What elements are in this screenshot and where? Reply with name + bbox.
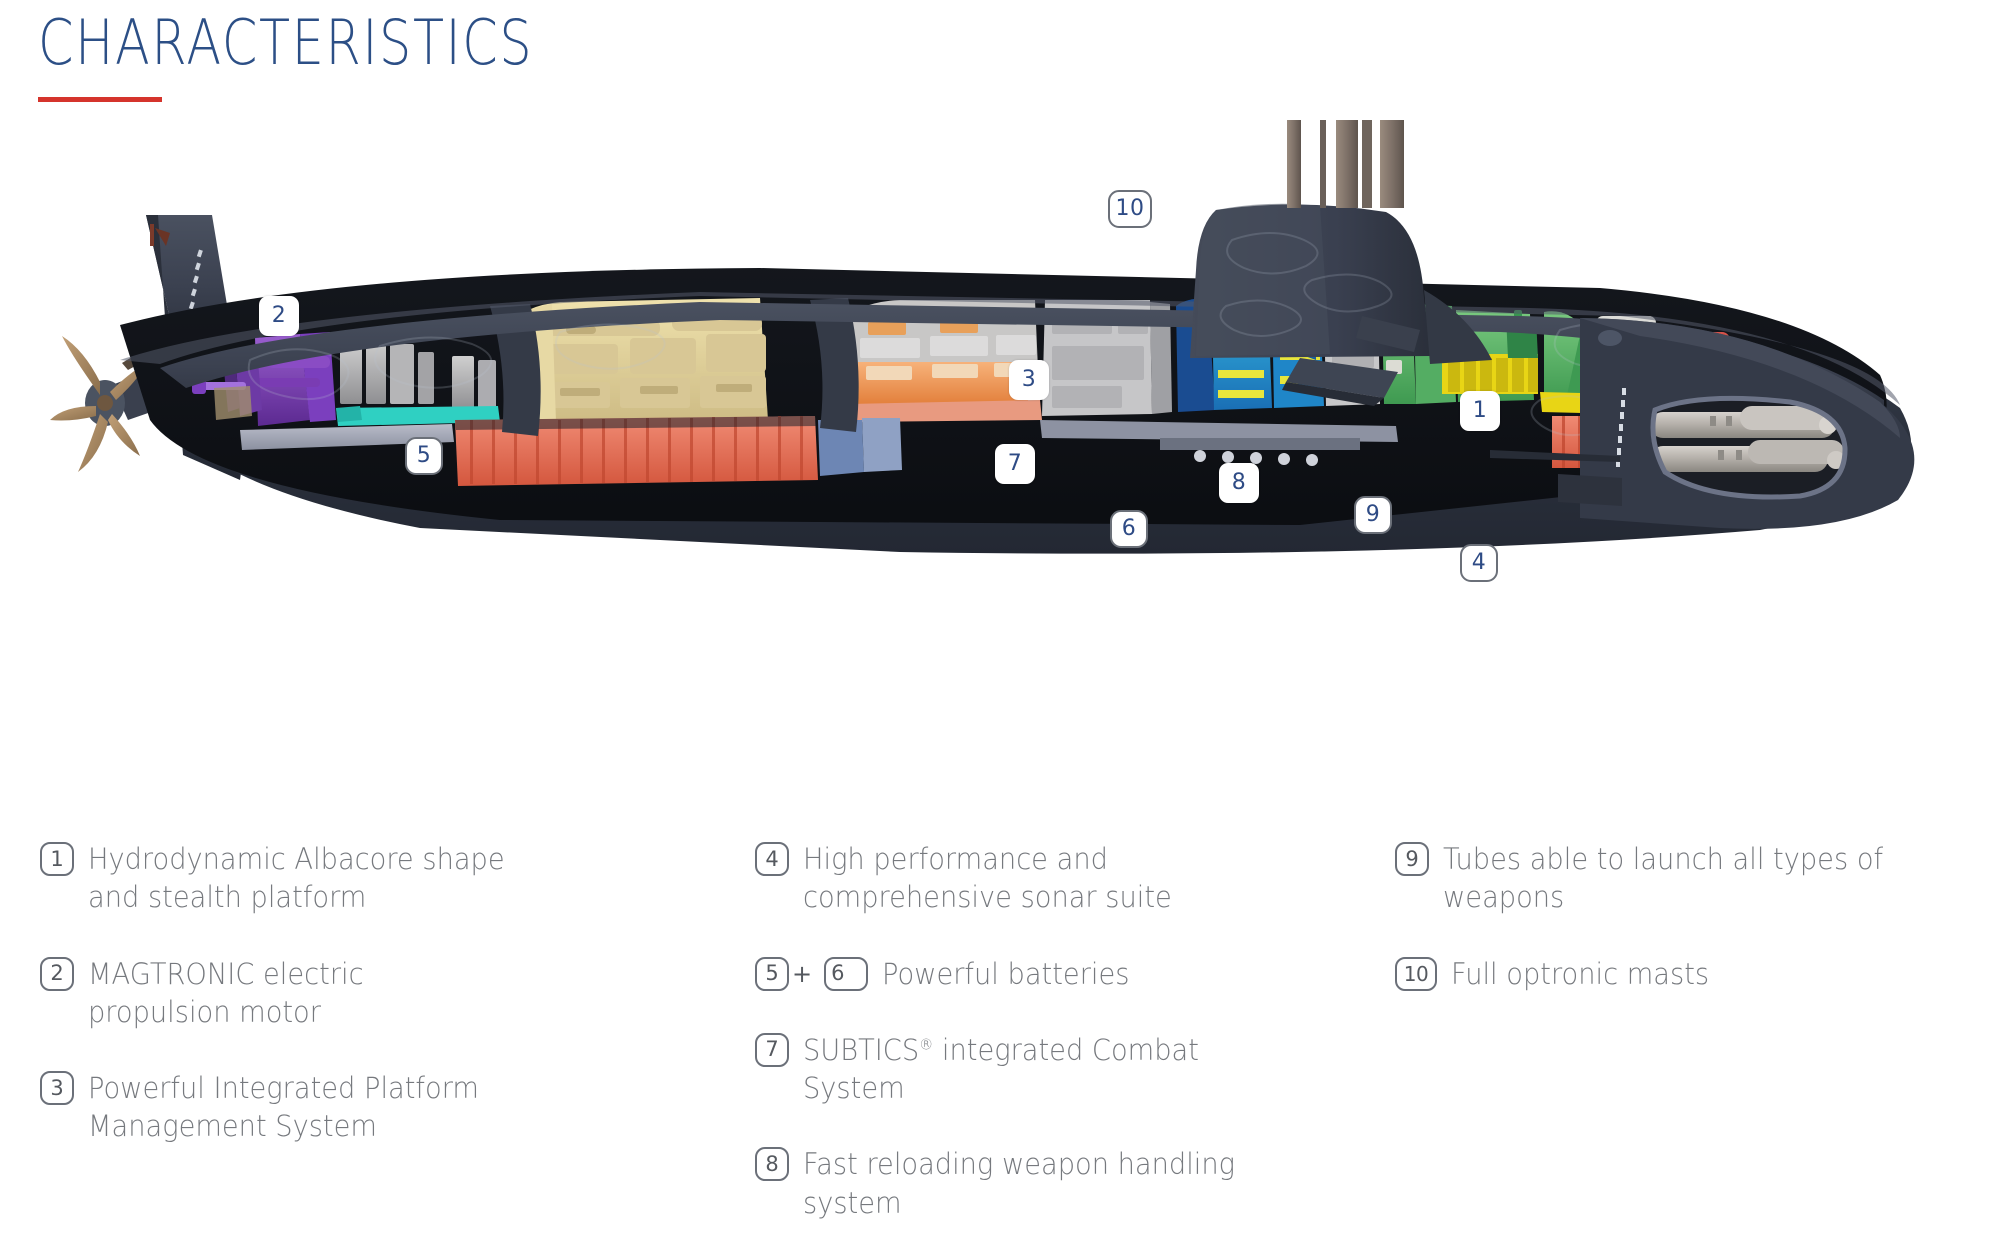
- legend-badge: 7: [755, 1032, 789, 1067]
- legend-badge-group: 7: [755, 1031, 789, 1067]
- aux-machinery-cabinets: [336, 338, 500, 426]
- callout-badge-3[interactable]: 3: [1009, 360, 1049, 400]
- legend-badge-group: 5 + 6: [755, 955, 869, 991]
- legend-item-5-6[interactable]: 5 + 6 Powerful batteries: [755, 955, 1275, 993]
- bow-marking-dots: [1616, 388, 1626, 467]
- legend-badge-group: 4: [755, 840, 789, 876]
- legend-column-1: 1 Hydrodynamic Albacore shape and stealt…: [40, 840, 540, 1184]
- legend-badge: 8: [755, 1147, 789, 1182]
- legend-badge-joiner: +: [792, 959, 813, 988]
- legend-badge-group: 10: [1395, 955, 1437, 991]
- bow-section: [1490, 318, 1915, 529]
- legend-column-3: 9 Tubes able to launch all types of weap…: [1395, 840, 1955, 1031]
- page-title: CHARACTERISTICS: [38, 6, 534, 79]
- legend-badge: 10: [1395, 956, 1437, 991]
- callout-badge-2[interactable]: 2: [259, 296, 299, 336]
- callout-badge-4[interactable]: 4: [1460, 544, 1498, 582]
- legend-badge: 1: [40, 842, 74, 876]
- legend-column-2: 4 High performance and comprehensive son…: [755, 840, 1275, 1247]
- callout-badge-1[interactable]: 1: [1460, 391, 1500, 431]
- legend-item-9[interactable]: 9 Tubes able to launch all types of weap…: [1395, 840, 1955, 917]
- legend-badge-group: 1: [40, 840, 74, 876]
- callout-badge-9[interactable]: 9: [1354, 496, 1392, 534]
- title-accent-rule: [38, 97, 162, 103]
- sail-conning-tower: [1190, 203, 1492, 406]
- legend-item-2[interactable]: 2 MAGTRONIC electric propulsion motor: [40, 955, 540, 1032]
- legend-item-10[interactable]: 10 Full optronic masts: [1395, 955, 1955, 993]
- legend-item-text: MAGTRONIC electric propulsion motor: [88, 956, 364, 1029]
- legend-item-text: Powerful Integrated Platform Management …: [88, 1071, 479, 1144]
- legend-item-3[interactable]: 3 Powerful Integrated Platform Managemen…: [40, 1069, 540, 1146]
- legend-item-text: Fast reloading weapon handling system: [803, 1147, 1236, 1220]
- callout-badge-7[interactable]: 7: [995, 444, 1035, 484]
- callout-badge-6[interactable]: 6: [1110, 510, 1148, 548]
- legend-item-7[interactable]: 7 SUBTICS® integrated Combat System: [755, 1031, 1275, 1108]
- legend-badge: 2: [40, 956, 74, 991]
- legend-item-8[interactable]: 8 Fast reloading weapon handling system: [755, 1145, 1275, 1222]
- legend-badge: 4: [755, 842, 789, 876]
- legend-item-text: Full optronic masts: [1451, 956, 1710, 991]
- battery-bank-aft: [455, 416, 902, 486]
- legend-badge-group: 2: [40, 955, 74, 991]
- legend: 1 Hydrodynamic Albacore shape and stealt…: [0, 840, 2000, 1240]
- accommodation-section: [845, 300, 1172, 422]
- legend-item-4[interactable]: 4 High performance and comprehensive son…: [755, 840, 1275, 917]
- hull-frames: [490, 298, 859, 436]
- legend-item-1[interactable]: 1 Hydrodynamic Albacore shape and stealt…: [40, 840, 540, 917]
- submarine-cutaway-illustration: 1 2 3 4 5 6 7 8 9 10: [0, 120, 2000, 640]
- callout-badge-10[interactable]: 10: [1108, 190, 1152, 228]
- optronic-masts: [1287, 120, 1404, 208]
- legend-badge-group: 3: [40, 1069, 74, 1106]
- page-header: CHARACTERISTICS: [38, 6, 642, 103]
- legend-item-text: High performance and comprehensive sonar…: [803, 842, 1172, 915]
- legend-badge: 6: [824, 956, 869, 991]
- bilge-equipment: [1160, 438, 1360, 466]
- legend-item-text: Tubes able to launch all types of weapon…: [1443, 842, 1884, 915]
- legend-item-text: Hydrodynamic Albacore shape and stealth …: [88, 842, 505, 915]
- callout-badge-8[interactable]: 8: [1219, 463, 1259, 503]
- legend-item-text: Powerful batteries: [882, 956, 1130, 991]
- diesel-generator-section: [505, 298, 768, 424]
- legend-badge: 9: [1395, 842, 1429, 876]
- submarine-diagram: [50, 120, 1915, 554]
- legend-item-text: SUBTICS® integrated Combat System: [803, 1032, 1199, 1106]
- legend-badge-group: 9: [1395, 840, 1429, 876]
- callout-badge-5[interactable]: 5: [405, 437, 443, 475]
- legend-badge: 3: [40, 1071, 74, 1106]
- legend-badge: 5: [755, 956, 789, 991]
- legend-badge-group: 8: [755, 1145, 789, 1182]
